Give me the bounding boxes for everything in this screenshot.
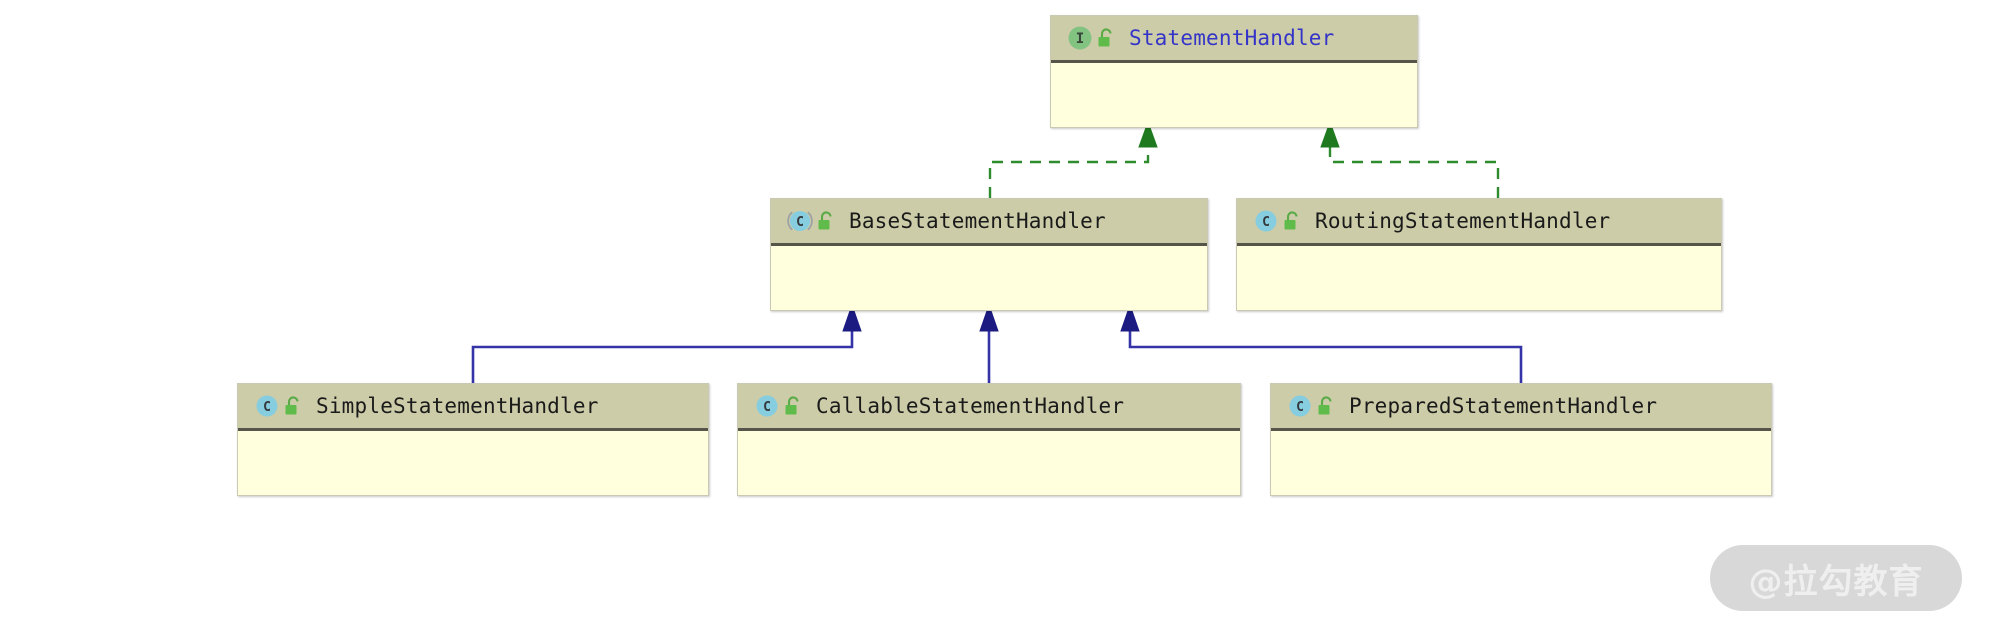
node-title: BaseStatementHandler (849, 209, 1106, 233)
class-icon: C (1289, 395, 1311, 417)
svg-text:C: C (1296, 400, 1304, 415)
open-lock-icon (818, 210, 832, 229)
class-icon: C (1255, 210, 1277, 232)
edge-routing-implements-statement-handler (1320, 120, 1500, 198)
node-header: C SimpleStatementHandler (238, 384, 708, 431)
node-body-compartment (238, 431, 708, 494)
node-header: C CallableStatementHandler (738, 384, 1240, 431)
svg-text:C: C (763, 400, 771, 415)
node-title: SimpleStatementHandler (316, 394, 599, 418)
node-title: CallableStatementHandler (816, 394, 1125, 418)
node-header: C PreparedStatementHandler (1271, 384, 1771, 431)
class-icon: C (256, 395, 278, 417)
svg-text:C: C (796, 215, 804, 230)
uml-node-statement-handler[interactable]: I StatementHandler (1050, 15, 1418, 128)
node-body-compartment (1051, 63, 1417, 126)
node-title: PreparedStatementHandler (1349, 394, 1658, 418)
uml-node-simple-statement-handler[interactable]: C SimpleStatementHandler (237, 383, 709, 496)
node-body-compartment (1237, 246, 1721, 309)
open-lock-icon (285, 395, 299, 414)
node-header: C RoutingStatementHandler (1237, 199, 1721, 246)
node-header: C BaseStatementHandler (771, 199, 1207, 246)
uml-node-base-statement-handler[interactable]: C BaseStatementHandler (770, 198, 1208, 311)
watermark-badge: @拉勾教育 (1710, 545, 1962, 611)
edge-simple-extends-base (471, 303, 862, 383)
node-title: StatementHandler (1129, 26, 1335, 50)
open-lock-icon (1318, 395, 1332, 414)
open-lock-icon (1098, 27, 1112, 46)
svg-text:I: I (1076, 31, 1084, 47)
svg-text:C: C (1262, 215, 1270, 230)
node-header: I StatementHandler (1051, 16, 1417, 63)
open-lock-icon (785, 395, 799, 414)
node-body-compartment (771, 246, 1207, 309)
class-icon: C (756, 395, 778, 417)
open-lock-icon (1284, 210, 1298, 229)
node-body-compartment (1271, 431, 1771, 494)
interface-icon: I (1068, 26, 1092, 50)
watermark-text: @拉勾教育 (1748, 561, 1924, 602)
uml-node-prepared-statement-handler[interactable]: C PreparedStatementHandler (1270, 383, 1772, 496)
abstract-class-icon: C (787, 211, 813, 231)
node-title: RoutingStatementHandler (1315, 209, 1611, 233)
edge-base-implements-statement-handler (988, 120, 1158, 198)
node-body-compartment (738, 431, 1240, 494)
uml-node-callable-statement-handler[interactable]: C CallableStatementHandler (737, 383, 1241, 496)
edge-prepared-extends-base (1120, 303, 1523, 383)
edge-callable-extends-base (979, 303, 999, 383)
svg-text:C: C (263, 400, 271, 415)
uml-node-routing-statement-handler[interactable]: C RoutingStatementHandler (1236, 198, 1722, 311)
